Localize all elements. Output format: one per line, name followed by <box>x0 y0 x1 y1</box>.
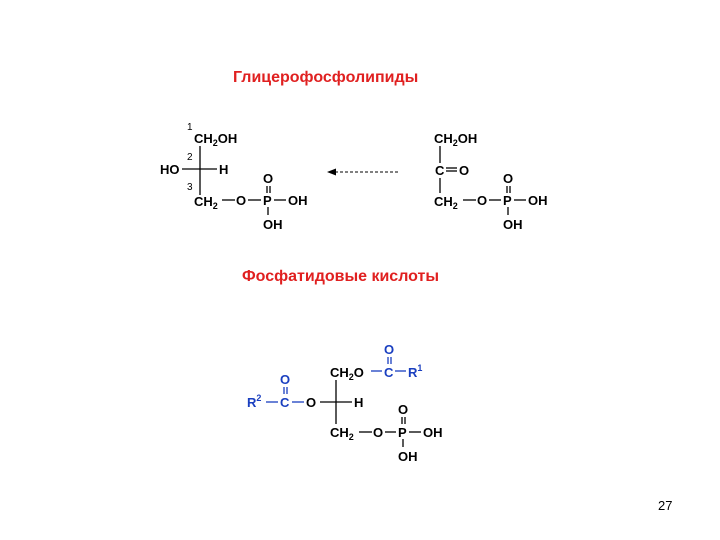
carbon-number-2: 2 <box>187 152 193 163</box>
pa-o-link: O <box>373 425 383 440</box>
gp-p-top-o: O <box>263 171 273 186</box>
gp-c3-group: CH2 <box>194 194 218 211</box>
dhap-c1-group: CH2OH <box>434 131 477 148</box>
gp-c2-ho: HO <box>160 162 180 177</box>
slide-title: Глицерофосфолипиды <box>233 69 419 86</box>
dhap-p-oh-bottom: OH <box>503 217 523 232</box>
pa-r2: R2 <box>247 393 261 410</box>
pa-ester2-o: O <box>280 372 290 387</box>
reaction-arrow <box>327 168 400 176</box>
gp-p-oh-bottom: OH <box>263 217 283 232</box>
pa-p: P <box>398 425 407 440</box>
phosphatidic-acid-structure: CH2O C O R1 H O C O R2 CH2 O <box>247 342 443 464</box>
pa-p-oh-right: OH <box>423 425 443 440</box>
reaction-arrow-head <box>327 168 336 176</box>
pa-c1-group: CH2O <box>330 365 364 382</box>
pa-c2-o: O <box>306 395 316 410</box>
pa-c2-h: H <box>354 395 363 410</box>
dhap-p-oh-right: OH <box>528 193 548 208</box>
dhap-c2-o: O <box>459 163 469 178</box>
dhap-c3-group: CH2 <box>434 194 458 211</box>
gp-p: P <box>263 193 272 208</box>
dhap-p: P <box>503 193 512 208</box>
dhap-o-link: O <box>477 193 487 208</box>
gp-c1-group: CH2OH <box>194 131 237 148</box>
pa-c3-group: CH2 <box>330 425 354 442</box>
gp-o-link: O <box>236 193 246 208</box>
pa-p-oh-bottom: OH <box>398 449 418 464</box>
pa-ester1-o: O <box>384 342 394 357</box>
gp-c2-h: H <box>219 162 228 177</box>
pa-p-top-o: O <box>398 402 408 417</box>
dihydroxyacetone-phosphate-structure: CH2OH C O CH2 O P O OH OH <box>434 131 548 232</box>
glycerol-phosphate-structure: 1 2 3 CH2OH HO H CH2 O P O OH OH <box>160 122 308 232</box>
gp-p-oh-right: OH <box>288 193 308 208</box>
pa-ester1-c: C <box>384 365 394 380</box>
page-number: 27 <box>658 498 673 513</box>
carbon-number-3: 3 <box>187 182 193 193</box>
slide-subtitle: Фосфатидовые кислоты <box>242 268 440 285</box>
pa-ester2-c: C <box>280 395 290 410</box>
dhap-c2: C <box>435 163 445 178</box>
dhap-p-top-o: O <box>503 171 513 186</box>
carbon-number-1: 1 <box>187 122 193 133</box>
pa-r1: R1 <box>408 363 422 380</box>
